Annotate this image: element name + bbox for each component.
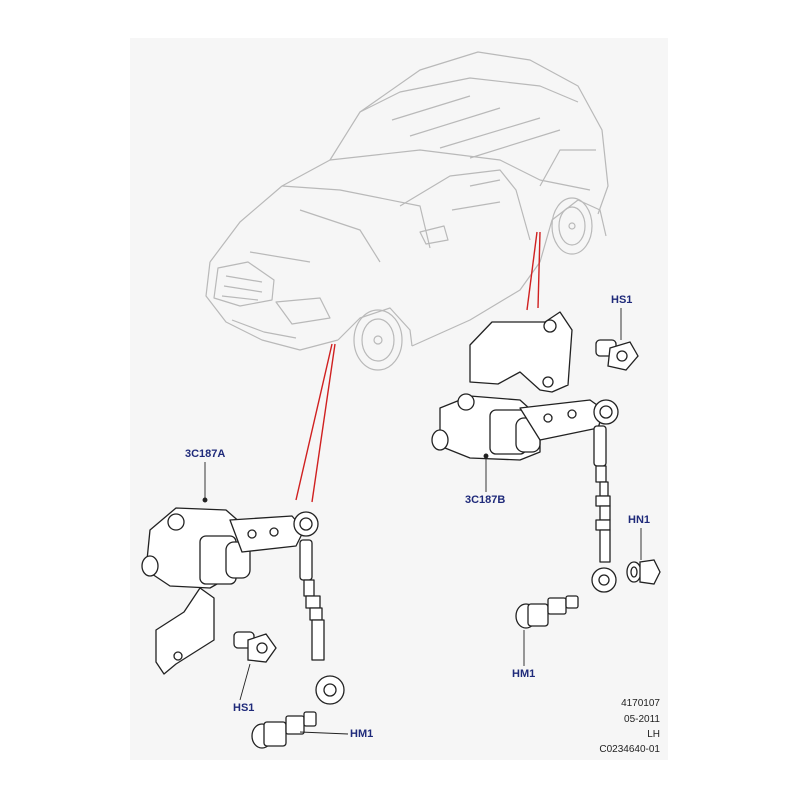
callout-rear-sensor: 3C187B [465,494,506,506]
callout-bolt-hs1-front: HS1 [233,702,255,714]
bolt-hs1-front-icon [233,631,277,663]
nut-hn1-icon [626,559,661,585]
diagram-panel [130,38,668,760]
stud-hm1-rear-icon [515,595,579,629]
leader-lines [295,231,541,503]
callout-front-sensor: 3C187A [185,448,226,460]
catalog-reference: C0234640-01 [599,744,660,755]
callout-stud-hm1-front: HM1 [350,728,374,740]
rear-height-sensor [431,311,619,593]
vehicle-outline [205,51,609,371]
illustration-date: 05-2011 [624,714,660,725]
bolt-hs1-rear-icon [595,339,639,371]
callout-nut-hn1: HN1 [628,514,651,526]
illustration-number: 4170107 [621,698,660,709]
vehicle-side: LH [647,729,660,740]
front-height-sensor [141,507,345,705]
stud-hm1-front-icon [251,711,317,749]
callout-bolt-hs1-rear: HS1 [611,294,633,306]
callout-leaders [202,308,642,735]
callout-stud-hm1-rear: HM1 [512,668,536,680]
